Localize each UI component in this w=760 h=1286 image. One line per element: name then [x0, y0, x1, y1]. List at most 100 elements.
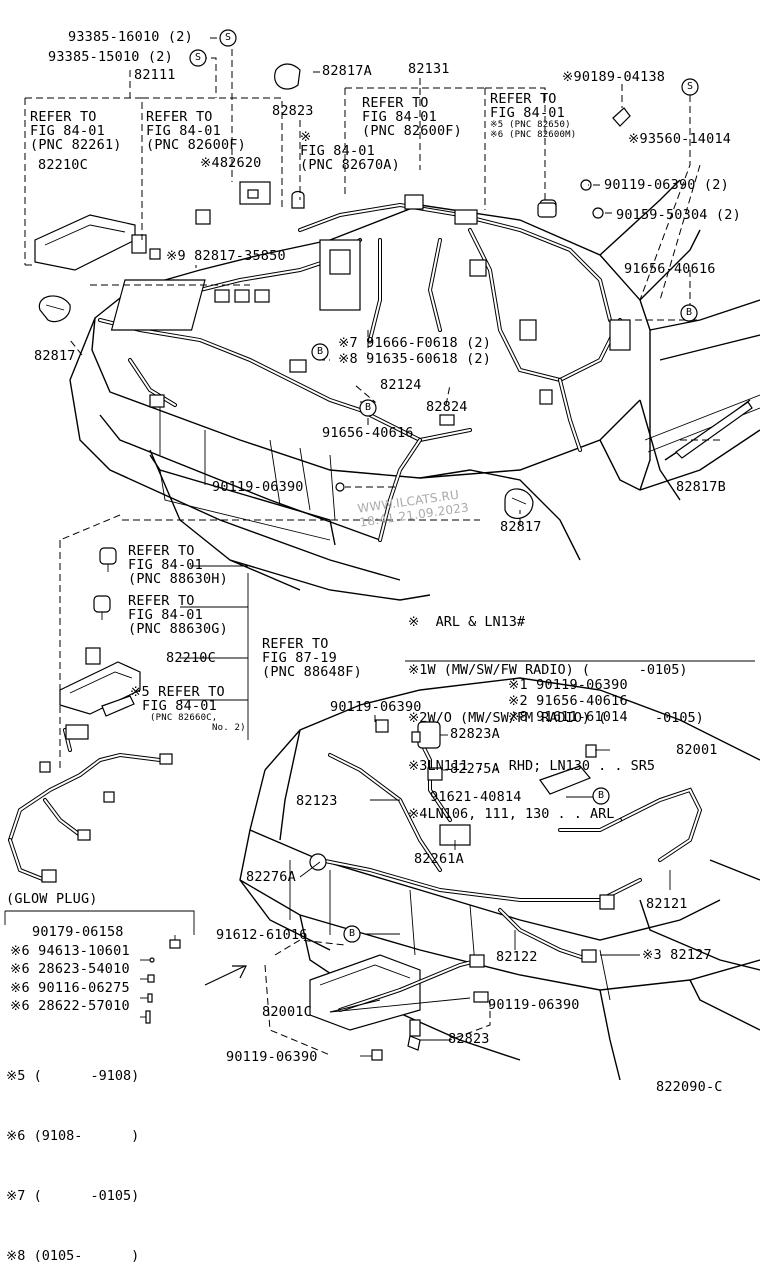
callout-82817-35850[interactable]: ※9 82817-35850 [166, 248, 286, 264]
glow-plug-item[interactable]: ※6 90116-06275 [10, 979, 130, 996]
callout-82823a[interactable]: 82823A [450, 726, 500, 742]
refer-line-small: ※6 (PNC 82600M) [490, 130, 577, 140]
callout-91656-40616-mid[interactable]: 91656-40616 [322, 425, 414, 441]
callout-82001[interactable]: 82001 [676, 742, 718, 758]
callout-91666-f0618[interactable]: ※7 91666-F0618 (2) [338, 335, 492, 351]
callout-93385-15010[interactable]: 93385-15010 (2) [48, 49, 173, 65]
callout-90119-06390-lower[interactable]: 90119-06390 [330, 699, 422, 715]
callout-82124[interactable]: 82124 [380, 377, 422, 393]
diagram-code: 822090-C [656, 1079, 723, 1095]
callout-91621-40814[interactable]: 91621-40814 [430, 789, 522, 805]
callout-91635-60618[interactable]: ※8 91635-60618 (2) [338, 351, 492, 367]
callout-82122[interactable]: 82122 [496, 949, 538, 965]
remarks-header: ※ ARL & LN13# [408, 614, 525, 630]
callout-82823-top[interactable]: 82823 [272, 103, 314, 119]
refer-line-small: No. 2) [212, 723, 246, 733]
callout-82817-right[interactable]: 82817 [500, 519, 542, 535]
relay-block [8, 514, 480, 883]
callout-82123[interactable]: 82123 [296, 793, 338, 809]
refer-line: REFER TO [128, 593, 195, 609]
refer-block-82670a[interactable]: ※ FIG 84-01 (PNC 82670A) [300, 130, 400, 172]
remark-mark: ※4 [408, 806, 428, 822]
callout-90119-06390-2[interactable]: 90119-06390 (2) [604, 177, 729, 193]
remark-item: ※1W (MW/SW/FW RADIO) ( -0105) [408, 662, 704, 678]
remark-mark: ※1 [408, 662, 428, 678]
callout-90189-04138[interactable]: ※90189-04138 [562, 69, 666, 85]
refer-line: FIG 87-19 [262, 650, 337, 666]
callout-82131[interactable]: 82131 [408, 61, 450, 77]
lower-leaders [4, 715, 671, 1057]
stack-82001[interactable]: ※1 90119-06390 ※2 91656-40616 ※8 91611-6… [508, 677, 628, 725]
callout-82127[interactable]: ※3 82127 [642, 947, 712, 963]
callout-82276a[interactable]: 82276A [246, 869, 296, 885]
callout-90119-06390-bottom[interactable]: 90119-06390 [488, 997, 580, 1013]
callout-91656-40616-right[interactable]: 91656-40616 [624, 261, 716, 277]
refer-block-82600f-left[interactable]: REFER TO FIG 84-01 (PNC 82600F) [146, 110, 246, 152]
refer-block-82650[interactable]: REFER TO FIG 84-01 ※5 (PNC 82650) ※6 (PN… [490, 92, 576, 140]
refer-line-small: (PNC 82660C, [150, 713, 218, 723]
refer-line: FIG 84-01 [362, 109, 437, 125]
callout-82817b[interactable]: 82817B [676, 479, 726, 495]
refer-block-82660c[interactable]: ※5 REFER TO FIG 84-01 (PNC 82660C, No. 2… [130, 685, 246, 733]
refer-line: REFER TO [362, 95, 429, 111]
stack-item: ※2 91656-40616 [508, 693, 628, 709]
ground-mark-b2: B [317, 346, 324, 357]
callout-82817a[interactable]: 82817A [322, 63, 372, 79]
callout-82111[interactable]: 82111 [134, 67, 176, 83]
refer-line: FIG 84-01 [490, 105, 565, 121]
glow-plug-item[interactable]: ※6 28622-57010 [10, 998, 130, 1014]
glow-plug-item[interactable]: ※6 94613-10601 [10, 942, 130, 959]
callout-82823-bottom[interactable]: 82823 [448, 1031, 490, 1047]
refer-line: (PNC 88630G) [128, 621, 228, 637]
refer-line: (PNC 82670A) [300, 157, 400, 173]
callout-82210c-top[interactable]: 82210C [38, 157, 88, 173]
refer-line: FIG 84-01 [128, 557, 203, 573]
glow-plug-list: 90179-06158 ※6 94613-10601 ※6 28623-5401… [10, 923, 130, 1016]
glow-plug-item[interactable]: ※6 28623-54010 [10, 961, 130, 977]
remark-mark: ※2 [408, 710, 428, 726]
lower-harness [309, 719, 703, 1061]
callout-90119-06390-upper[interactable]: 90119-06390 [212, 479, 304, 495]
refer-block-88630g[interactable]: REFER TO FIG 84-01 (PNC 88630G) [128, 594, 228, 636]
callout-90159-50304[interactable]: 90159-50304 (2) [616, 207, 741, 223]
stack-item: ※1 90119-06390 [508, 677, 628, 693]
remark-item: ※2W/O (MW/SW/FM RADIO) ( -0105) [408, 710, 704, 726]
callout-82001c[interactable]: 82001C [262, 1004, 312, 1020]
callout-82121[interactable]: 82121 [646, 896, 688, 912]
callout-91612-61016[interactable]: 91612-61016 [216, 927, 308, 943]
callout-93385-16010[interactable]: 93385-16010 (2) [68, 29, 193, 45]
refer-block-88630h[interactable]: REFER TO FIG 84-01 (PNC 88630H) [128, 544, 228, 586]
refer-line: (PNC 88648F) [262, 664, 362, 680]
callout-82824[interactable]: 82824 [426, 399, 468, 415]
remark-item: ※4LN106, 111, 130 . . ARL [408, 806, 704, 822]
callout-93560-14014[interactable]: ※93560-14014 [628, 131, 732, 147]
date-notes: ※5 ( -9108) ※6 (9108- ) ※7 ( -0105) ※8 (… [6, 1026, 139, 1286]
refer-block-82261[interactable]: REFER TO FIG 84-01 (PNC 82261) [30, 110, 122, 152]
glow-plug-parts [140, 939, 181, 1024]
callout-82620[interactable]: ※482620 [200, 155, 262, 171]
refer-line: FIG 84-01 [30, 123, 105, 139]
ground-mark-b4: B [598, 790, 605, 801]
remark-text: W (MW/SW/FW RADIO) ( -0105) [427, 662, 688, 678]
refer-block-82600f-right[interactable]: REFER TO FIG 84-01 (PNC 82600F) [362, 96, 462, 138]
callout-82275a[interactable]: 82275A [450, 761, 500, 777]
glow-plug-item[interactable]: 90179-06158 [32, 924, 124, 940]
upper-harness [98, 194, 631, 542]
refer-line: FIG 84-01 [142, 698, 217, 714]
remark-text: LN106, 111, 130 . . ARL [427, 806, 615, 822]
upper-leaders [24, 37, 720, 525]
callout-82210c-mid[interactable]: 82210C [166, 650, 216, 666]
callout-82817-left[interactable]: 82817 [34, 348, 76, 364]
stack-item: ※8 91611-61014 [508, 709, 628, 725]
refer-line: (PNC 82261) [30, 137, 122, 153]
ground-marks [189, 29, 699, 943]
refer-line: FIG 84-01 [146, 123, 221, 139]
callout-82261a[interactable]: 82261A [414, 851, 464, 867]
wiring-diagram [4, 29, 760, 1081]
refer-block-88648f[interactable]: REFER TO FIG 87-19 (PNC 88648F) [262, 637, 362, 679]
refer-line: (PNC 82600F) [146, 137, 246, 153]
refer-line: (PNC 82600F) [362, 123, 462, 139]
ground-mark-b1: B [686, 307, 693, 318]
callout-90119-06390-bottom-left[interactable]: 90119-06390 [226, 1049, 318, 1065]
refer-line: FIG 84-01 [128, 607, 203, 623]
